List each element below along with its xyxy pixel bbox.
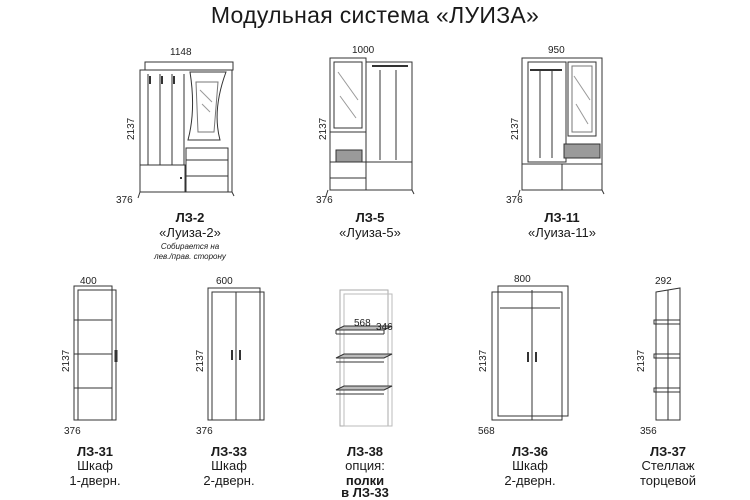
lz37-drawing <box>653 287 681 421</box>
lz5-depth-label: 376 <box>316 195 333 206</box>
lz31-width-label: 400 <box>80 276 97 287</box>
page-title: Модульная система «ЛУИЗА» <box>210 2 540 28</box>
lz11-code: ЛЗ-11 <box>544 210 580 225</box>
lz11-depth-label: 376 <box>506 195 523 206</box>
lz37-height-label: 2137 <box>636 349 647 372</box>
lz2-name: «Луиза-2» <box>159 225 221 240</box>
lz2-height-label: 2137 <box>126 117 137 140</box>
lz36-line2: 2-дверн. <box>504 473 556 488</box>
lz31-line2: 1-дверн. <box>69 473 121 488</box>
lz5-width-label: 1000 <box>352 45 375 56</box>
lz31-height-label: 2137 <box>61 349 72 372</box>
lz11-width-label: 950 <box>548 45 565 56</box>
lz38-depth-label: 346 <box>376 322 393 333</box>
lz33-height-label: 2137 <box>195 349 206 372</box>
lz38-line1: опция: <box>345 458 385 473</box>
lz31-drawing <box>73 285 118 421</box>
lz37-depth-label: 356 <box>640 426 657 437</box>
lz31-depth-label: 376 <box>64 426 81 437</box>
lz36-height-label: 2137 <box>478 349 489 372</box>
lz2-width-label: 1148 <box>170 47 192 58</box>
lz2-depth-label: 376 <box>116 195 133 206</box>
lz2-code: ЛЗ-2 <box>175 210 205 225</box>
lz37-line1: Стеллаж <box>641 458 695 473</box>
lz31-code: ЛЗ-31 <box>76 444 114 459</box>
lz33-code: ЛЗ-33 <box>210 444 248 459</box>
lz37-code: ЛЗ-37 <box>649 444 687 459</box>
lz36-line1: Шкаф <box>512 458 548 473</box>
lz11-height-label: 2137 <box>510 117 521 140</box>
lz33-drawing <box>207 287 265 421</box>
lz36-width-label: 800 <box>514 274 531 285</box>
lz31-line1: Шкаф <box>77 458 113 473</box>
lz11-name: «Луиза-11» <box>528 225 596 240</box>
lz37-width-label: 292 <box>655 276 672 287</box>
lz38-line2: полки <box>345 473 385 488</box>
lz36-code: ЛЗ-36 <box>511 444 549 459</box>
lz5-code: ЛЗ-5 <box>355 210 385 225</box>
lz36-depth-label: 568 <box>478 426 495 437</box>
lz2-note-line2: лев./прав. сторону <box>154 252 226 261</box>
lz33-line2: 2-дверн. <box>203 473 255 488</box>
lz38-code: ЛЗ-38 <box>346 444 384 459</box>
lz5-drawing <box>325 57 415 197</box>
lz5-height-label: 2137 <box>318 117 329 140</box>
lz38-line3: в ЛЗ-33 <box>341 485 389 500</box>
lz33-depth-label: 376 <box>196 426 213 437</box>
lz36-drawing <box>491 285 569 421</box>
lz38-width-label: 568 <box>354 318 371 329</box>
lz33-line1: Шкаф <box>211 458 247 473</box>
lz33-width-label: 600 <box>216 276 233 287</box>
lz5-name: «Луиза-5» <box>339 225 401 240</box>
lz2-note-line1: Собирается на <box>160 242 220 251</box>
lz2-drawing <box>137 61 235 199</box>
lz38-drawing <box>335 289 393 427</box>
lz37-line2: торцевой <box>639 473 697 488</box>
lz11-drawing <box>517 57 605 197</box>
